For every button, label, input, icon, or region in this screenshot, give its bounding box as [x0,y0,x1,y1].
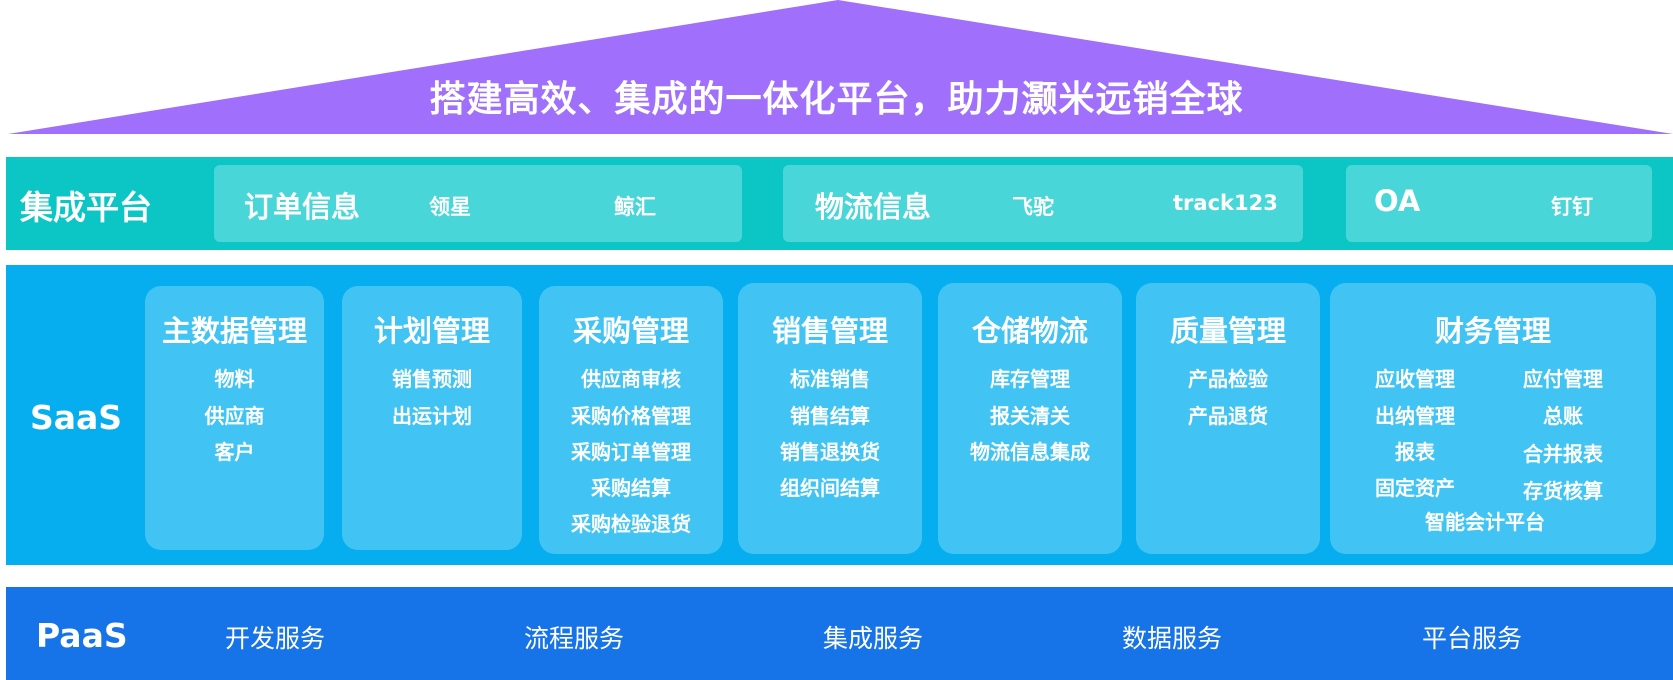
saas-module-title: 质量管理 [1169,314,1286,348]
saas-module-item: 采购检验退货 [571,512,691,536]
saas-module-item: 销售退换货 [780,440,880,464]
saas-module-item: 采购结算 [591,476,671,500]
integration-item: 鲸汇 [614,195,656,219]
saas-module-item: 库存管理 [990,367,1070,391]
saas-module-item: 采购订单管理 [571,440,691,464]
saas-module-item: 智能会计平台 [1425,510,1545,534]
saas-module-title: 仓储物流 [971,314,1088,348]
integration-layer-label: 集成平台 [20,188,152,227]
integration-item: track123 [1173,191,1278,215]
saas-layer-label: SaaS [30,398,123,437]
integration-item: 钉钉 [1551,195,1593,219]
saas-module-planning: 计划管理 销售预测 出运计划 [342,286,522,550]
saas-layer: SaaS 主数据管理 物料 供应商 客户 计划管理 销售预测 出运计划 采购管理… [6,265,1673,565]
saas-module-title: 财务管理 [1434,314,1551,348]
integration-item: 领星 [429,195,471,219]
saas-module-item: 产品检验 [1188,367,1268,391]
paas-service: 集成服务 [823,624,924,653]
saas-module-item: 出纳管理 [1375,404,1455,428]
integration-item: 飞驼 [1012,195,1054,219]
paas-layer-label: PaaS [36,616,128,655]
saas-module-purchasing: 采购管理 供应商审核 采购价格管理 采购订单管理 采购结算 采购检验退货 [539,286,723,554]
integration-group-order: 订单信息 领星 鲸汇 [214,165,742,242]
roof-banner [8,0,1673,134]
saas-module-item: 客户 [214,440,255,464]
saas-module-item: 销售结算 [790,404,870,428]
saas-module-item: 合并报表 [1523,442,1603,466]
paas-service: 平台服务 [1422,624,1523,653]
saas-module-item: 组织间结算 [780,476,880,500]
integration-group-title: 物流信息 [815,190,932,224]
saas-module-quality: 质量管理 产品检验 产品退货 [1136,283,1320,554]
integration-layer: 集成平台 订单信息 领星 鲸汇 物流信息 飞驼 track123 OA 钉钉 [6,157,1673,250]
saas-module-item: 标准销售 [790,367,870,391]
saas-module-item: 产品退货 [1188,404,1268,428]
paas-layer: PaaS 开发服务 流程服务 集成服务 数据服务 平台服务 [6,587,1673,680]
paas-service: 流程服务 [524,624,625,653]
saas-module-item: 存货核算 [1523,479,1603,503]
saas-module-item: 报表 [1395,440,1435,464]
banner-title: 搭建高效、集成的一体化平台，助力灏米远销全球 [429,79,1244,120]
paas-service: 数据服务 [1122,624,1223,653]
saas-module-item: 报关清关 [990,404,1070,428]
integration-group-title: 订单信息 [244,190,361,224]
saas-module-item: 应收管理 [1375,367,1455,391]
paas-service: 开发服务 [225,624,326,653]
saas-module-title: 销售管理 [771,314,888,348]
saas-module-title: 计划管理 [373,314,490,348]
integration-group-logistics: 物流信息 飞驼 track123 [783,165,1303,242]
saas-module-master-data: 主数据管理 物料 供应商 客户 [145,286,324,550]
integration-group-title: OA [1374,184,1421,218]
saas-module-item: 供应商 [204,404,265,428]
saas-module-item: 供应商审核 [581,367,681,391]
roof-triangle [8,0,1673,134]
saas-module-finance: 财务管理 应收管理 应付管理 出纳管理 总账 报表 合并报表 固定资产 存货核算… [1330,283,1656,554]
integration-group-oa: OA 钉钉 [1346,165,1652,242]
saas-module-title: 采购管理 [572,314,689,348]
saas-module-item: 销售预测 [392,367,472,391]
saas-module-warehouse-logistics: 仓储物流 库存管理 报关清关 物流信息集成 [938,283,1122,554]
saas-module-item: 固定资产 [1375,476,1455,500]
saas-module-item: 总账 [1543,404,1583,428]
saas-module-item: 物流信息集成 [970,440,1090,464]
saas-module-title: 主数据管理 [161,314,307,348]
saas-module-item: 物料 [214,367,255,391]
saas-module-item: 出运计划 [392,404,472,428]
saas-module-item: 采购价格管理 [571,404,691,428]
saas-module-sales: 销售管理 标准销售 销售结算 销售退换货 组织间结算 [738,283,922,554]
saas-module-item: 应付管理 [1523,367,1603,391]
